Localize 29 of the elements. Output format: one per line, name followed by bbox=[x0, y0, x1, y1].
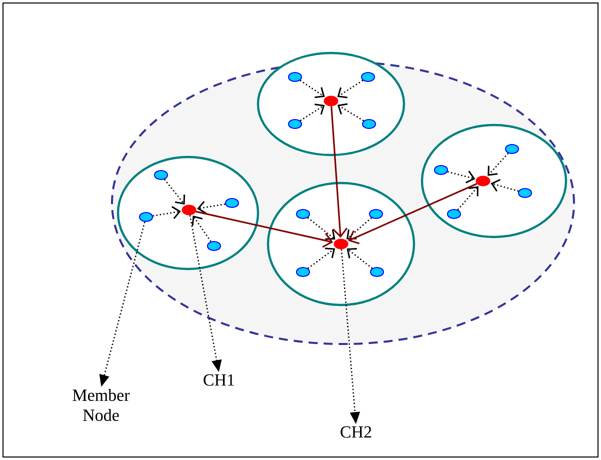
arrow bbox=[300, 80, 325, 98]
arrow bbox=[192, 216, 212, 242]
arrow bbox=[197, 200, 226, 214]
cluster-head-dot bbox=[334, 238, 348, 250]
node-label: CH1 bbox=[204, 374, 234, 386]
arrow bbox=[300, 104, 325, 122]
arrow bbox=[457, 186, 478, 210]
cluster-head-dot bbox=[182, 204, 196, 216]
arrow bbox=[152, 206, 181, 220]
arrow bbox=[196, 210, 334, 248]
arrow bbox=[346, 217, 372, 240]
cluster-head-dot bbox=[324, 96, 338, 106]
arrow bbox=[330, 106, 348, 238]
cluster-ellipse bbox=[256, 52, 406, 156]
cluster-ellipse bbox=[420, 124, 568, 238]
arrow bbox=[346, 248, 373, 269]
arrow bbox=[337, 103, 364, 122]
arrow bbox=[348, 183, 478, 244]
arrow bbox=[308, 248, 336, 269]
arrow bbox=[307, 217, 336, 240]
cluster-ellipse bbox=[266, 182, 416, 306]
arrow bbox=[488, 152, 509, 176]
node-label: CH2 bbox=[340, 426, 372, 438]
cluster-ellipse bbox=[116, 156, 260, 270]
node-label: Member Node bbox=[72, 389, 130, 421]
arrow bbox=[447, 170, 476, 184]
cluster-head-dot bbox=[476, 176, 490, 186]
arrow bbox=[490, 178, 519, 192]
arrow bbox=[337, 80, 364, 98]
